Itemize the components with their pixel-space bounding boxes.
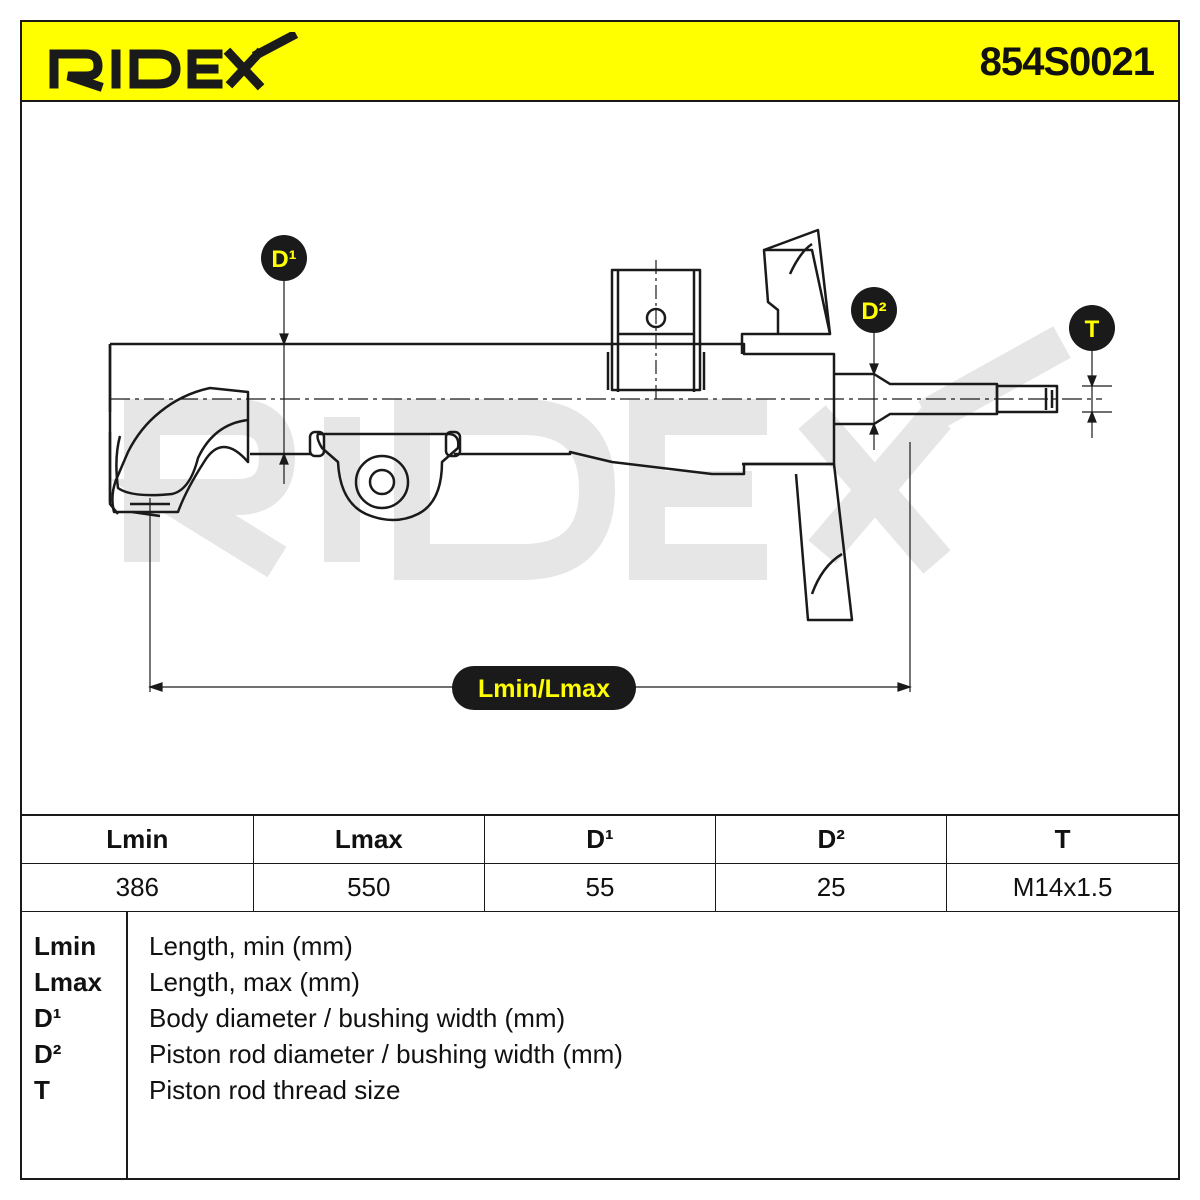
header-t: T [946, 814, 1178, 864]
spec-header-row: Lmin Lmax D¹ D² T [22, 814, 1178, 864]
legend-key: D² [34, 1039, 62, 1069]
legend-row: T Piston rod thread size [22, 1072, 1178, 1108]
length-label: Lmin/Lmax [478, 675, 610, 703]
legend: Lmin Length, min (mm) Lmax Length, max (… [22, 912, 1178, 1178]
t-label: T [1085, 316, 1100, 343]
value-lmin: 386 [22, 863, 254, 912]
value-d2: 25 [715, 863, 948, 912]
value-lmax: 550 [252, 863, 485, 912]
legend-desc: Length, min (mm) [149, 931, 353, 961]
spec-table: Lmin Lmax D¹ D² T 386 550 55 25 M14x1.5 [22, 814, 1178, 912]
legend-desc: Piston rod diameter / bushing width (mm) [149, 1039, 623, 1069]
legend-desc: Piston rod thread size [149, 1075, 401, 1105]
t-badge: T [1069, 305, 1115, 351]
strut-drawing: D¹ D² T Lmin/Lmax [108, 228, 1115, 710]
legend-desc: Length, max (mm) [149, 967, 360, 997]
legend-row: D² Piston rod diameter / bushing width (… [22, 1036, 1178, 1072]
legend-key: D¹ [34, 1003, 62, 1033]
legend-key: Lmax [34, 967, 102, 997]
legend-desc: Body diameter / bushing width (mm) [149, 1003, 566, 1033]
legend-row: Lmin Length, min (mm) [22, 928, 1178, 964]
legend-divider [126, 912, 128, 1178]
d1-badge: D¹ [261, 235, 307, 281]
lower-bracket [111, 386, 250, 514]
d1-label: D¹ [271, 246, 296, 273]
value-t: M14x1.5 [946, 863, 1178, 912]
d2-label: D² [861, 298, 886, 325]
header-lmin: Lmin [22, 814, 254, 864]
legend-row: Lmax Length, max (mm) [22, 964, 1178, 1000]
legend-key: Lmin [34, 931, 97, 961]
strut-diagram: D¹ D² T Lmin/Lmax [22, 102, 1178, 814]
d2-badge: D² [851, 287, 897, 333]
ridex-logo-icon [49, 29, 299, 92]
spring-seat [740, 248, 832, 354]
header-bar: 854S0021 [22, 22, 1178, 102]
header-d1: D¹ [483, 814, 717, 864]
center-bushing [316, 432, 460, 522]
ridex-watermark-icon [108, 326, 1071, 580]
legend-row: D¹ Body diameter / bushing width (mm) [22, 1000, 1178, 1036]
strut-body [108, 342, 836, 502]
spec-value-row: 386 550 55 25 M14x1.5 [22, 863, 1178, 912]
header-d2: D² [715, 814, 948, 864]
brand-logo [46, 29, 306, 97]
part-number: 854S0021 [979, 40, 1155, 84]
length-badge: Lmin/Lmax [452, 666, 636, 710]
header-lmax: Lmax [252, 814, 485, 864]
legend-key: T [34, 1075, 50, 1105]
datasheet-frame: 854S0021 [20, 20, 1180, 1180]
value-d1: 55 [483, 863, 717, 912]
